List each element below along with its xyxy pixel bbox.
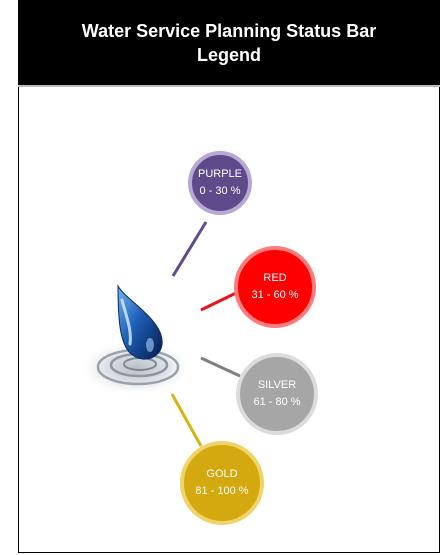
legend-bubble-red: RED 31 - 60 % xyxy=(234,246,316,328)
header-divider xyxy=(18,85,440,87)
legend-bubble-gold-name: GOLD xyxy=(206,468,238,480)
legend-bubble-purple-range: 0 - 30 % xyxy=(199,185,241,197)
connector-line-silver xyxy=(200,356,241,378)
water-drop-icon xyxy=(78,284,194,396)
legend-bubble-purple-name: PURPLE xyxy=(197,168,243,180)
legend-header: Water Service Planning Status Bar Legend xyxy=(18,0,440,85)
connector-line-gold xyxy=(170,393,203,447)
legend-bubble-silver: SILVER 61 - 80 % xyxy=(236,353,318,435)
legend-bubble-silver-name: SILVER xyxy=(257,379,297,391)
legend-bubble-red-range: 31 - 60 % xyxy=(251,289,299,301)
page-title: Water Service Planning Status Bar Legend xyxy=(81,20,377,65)
legend-bubble-gold: GOLD 81 - 100 % xyxy=(180,441,264,525)
connector-line-red xyxy=(200,291,237,312)
legend-bubble-red-name: RED xyxy=(263,272,287,284)
legend-bubble-silver-range: 61 - 80 % xyxy=(253,396,301,408)
connector-line-purple xyxy=(171,221,208,277)
legend-bubble-purple: PURPLE 0 - 30 % xyxy=(188,151,252,215)
legend-bubble-gold-range: 81 - 100 % xyxy=(195,485,249,497)
